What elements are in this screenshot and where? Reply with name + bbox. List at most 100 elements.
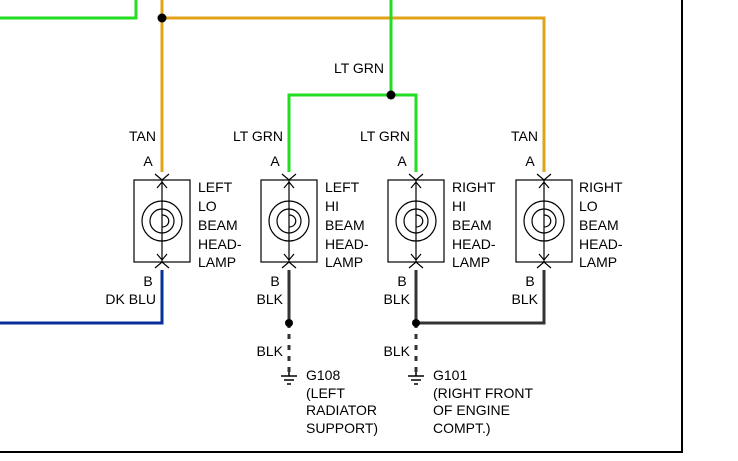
- wire-blk-dashed: [287, 323, 418, 372]
- ground-id: G101: [433, 367, 467, 383]
- lamp-right-hi-beam: [387, 173, 445, 269]
- filament-icon: [415, 214, 424, 228]
- wire-label-lt-grn: LT GRN: [233, 128, 283, 144]
- arrow-up-icon: [156, 181, 168, 189]
- ground-icon: [408, 372, 424, 385]
- lamp-label-line: HEAD-: [452, 236, 496, 252]
- lamp-label-line: LO: [198, 198, 217, 214]
- arrow-down-icon: [156, 253, 168, 261]
- ground-desc-line: (RIGHT FRONT: [433, 385, 534, 401]
- wire-blk-right: [414, 270, 546, 325]
- lamp-label-line: LAMP: [579, 254, 617, 270]
- connector-pin-a-icon: [154, 173, 170, 181]
- connector-pin-a-icon: [408, 173, 424, 181]
- lamp-label-line: BEAM: [579, 217, 619, 233]
- lamp-label-line: HI: [325, 198, 339, 214]
- lamp-label-line: BEAM: [325, 217, 365, 233]
- wire-label-blk: BLK: [512, 291, 539, 307]
- lamp-label-line: HEAD-: [579, 236, 623, 252]
- lamp-label-line: LEFT: [198, 179, 233, 195]
- pin-a-label: A: [270, 153, 280, 169]
- pin-a-label: A: [397, 153, 407, 169]
- lamp-left-hi-beam: [260, 173, 318, 269]
- wire-label-lt-grn: LT GRN: [360, 128, 410, 144]
- lamp-label-line: HEAD-: [198, 236, 242, 252]
- bulb-outer-ring: [395, 200, 437, 242]
- lamp-label-line: LAMP: [325, 254, 363, 270]
- connector-pin-a-icon: [281, 173, 297, 181]
- lamp-label-line: RIGHT: [579, 179, 623, 195]
- ground-label-g101: G101 (RIGHT FRONT OF ENGINE COMPT.): [433, 367, 534, 436]
- connector-pin-a-icon: [536, 173, 552, 181]
- diagram-frame: [0, 0, 683, 453]
- wire-lt-grn-feed: [287, 0, 418, 172]
- splice-blk-left: [285, 319, 293, 327]
- arrow-down-icon: [283, 253, 295, 261]
- pin-b-label: B: [143, 273, 152, 289]
- bulb-outer-ring: [523, 200, 565, 242]
- lamp-label-line: HI: [452, 198, 466, 214]
- connector-pin-b-icon: [281, 261, 297, 269]
- filament-icon: [161, 214, 170, 228]
- lamp-right-lo-beam: [515, 173, 573, 269]
- bulb-inner-ring: [276, 208, 302, 234]
- wire-label-lt-grn: LT GRN: [334, 60, 384, 76]
- splice-lt-grn: [386, 90, 396, 100]
- arrow-up-icon: [538, 181, 550, 189]
- wire-label-tan: TAN: [511, 128, 538, 144]
- lamp-label-line: RIGHT: [452, 179, 496, 195]
- lamp-label-right-lo: RIGHT LO BEAM HEAD- LAMP: [579, 179, 623, 270]
- lamp-label-line: BEAM: [452, 217, 492, 233]
- connector-pin-b-icon: [536, 261, 552, 269]
- pin-b-label: B: [397, 273, 406, 289]
- pin-a-label: A: [143, 153, 153, 169]
- bulb-inner-ring: [149, 208, 175, 234]
- wire-label-dk-blu: DK BLU: [105, 291, 156, 307]
- arrow-up-icon: [410, 181, 422, 189]
- pin-a-label: A: [525, 153, 535, 169]
- wire-dk-blu: [0, 270, 164, 325]
- arrow-down-icon: [538, 253, 550, 261]
- wire-label-blk: BLK: [384, 291, 411, 307]
- lamp-label-left-hi: LEFT HI BEAM HEAD- LAMP: [325, 179, 369, 270]
- lamp-label-line: LEFT: [325, 179, 360, 195]
- wire-label-tan: TAN: [129, 128, 156, 144]
- bulb-outer-ring: [268, 200, 310, 242]
- lamp-label-line: LO: [579, 198, 598, 214]
- bulb-inner-ring: [531, 208, 557, 234]
- wire-label-blk: BLK: [384, 343, 411, 359]
- wire-tan-bus: [160, 0, 546, 172]
- ground-desc-line: OF ENGINE: [433, 402, 510, 418]
- lamp-label-line: LAMP: [198, 254, 236, 270]
- ground-icon: [281, 372, 297, 385]
- bulb-outer-ring: [141, 200, 183, 242]
- ground-label-g108: G108 (LEFT RADIATOR SUPPORT): [306, 367, 378, 436]
- splice-blk-right: [412, 319, 420, 327]
- connector-pin-b-icon: [408, 261, 424, 269]
- lamp-left-lo-beam: [133, 173, 191, 269]
- ground-desc-line: (LEFT: [306, 385, 345, 401]
- ground-desc-line: RADIATOR: [306, 402, 377, 418]
- wire-lt-grn-upper-left: [0, 0, 138, 20]
- splice-tan-top: [157, 13, 167, 23]
- arrow-down-icon: [410, 253, 422, 261]
- lamp-label-line: LAMP: [452, 254, 490, 270]
- connector-pin-b-icon: [154, 261, 170, 269]
- lamp-label-left-lo: LEFT LO BEAM HEAD- LAMP: [198, 179, 242, 270]
- lamp-label-right-hi: RIGHT HI BEAM HEAD- LAMP: [452, 179, 496, 270]
- wire-label-blk: BLK: [257, 291, 284, 307]
- ground-desc-line: SUPPORT): [306, 420, 378, 436]
- ground-id: G108: [306, 367, 340, 383]
- filament-icon: [288, 214, 297, 228]
- lamp-label-line: HEAD-: [325, 236, 369, 252]
- bulb-inner-ring: [403, 208, 429, 234]
- arrow-up-icon: [283, 181, 295, 189]
- pin-b-label: B: [525, 273, 534, 289]
- pin-b-label: B: [270, 273, 279, 289]
- ground-desc-line: COMPT.): [433, 420, 491, 436]
- filament-icon: [543, 214, 552, 228]
- lamp-label-line: BEAM: [198, 217, 238, 233]
- wire-label-blk: BLK: [257, 343, 284, 359]
